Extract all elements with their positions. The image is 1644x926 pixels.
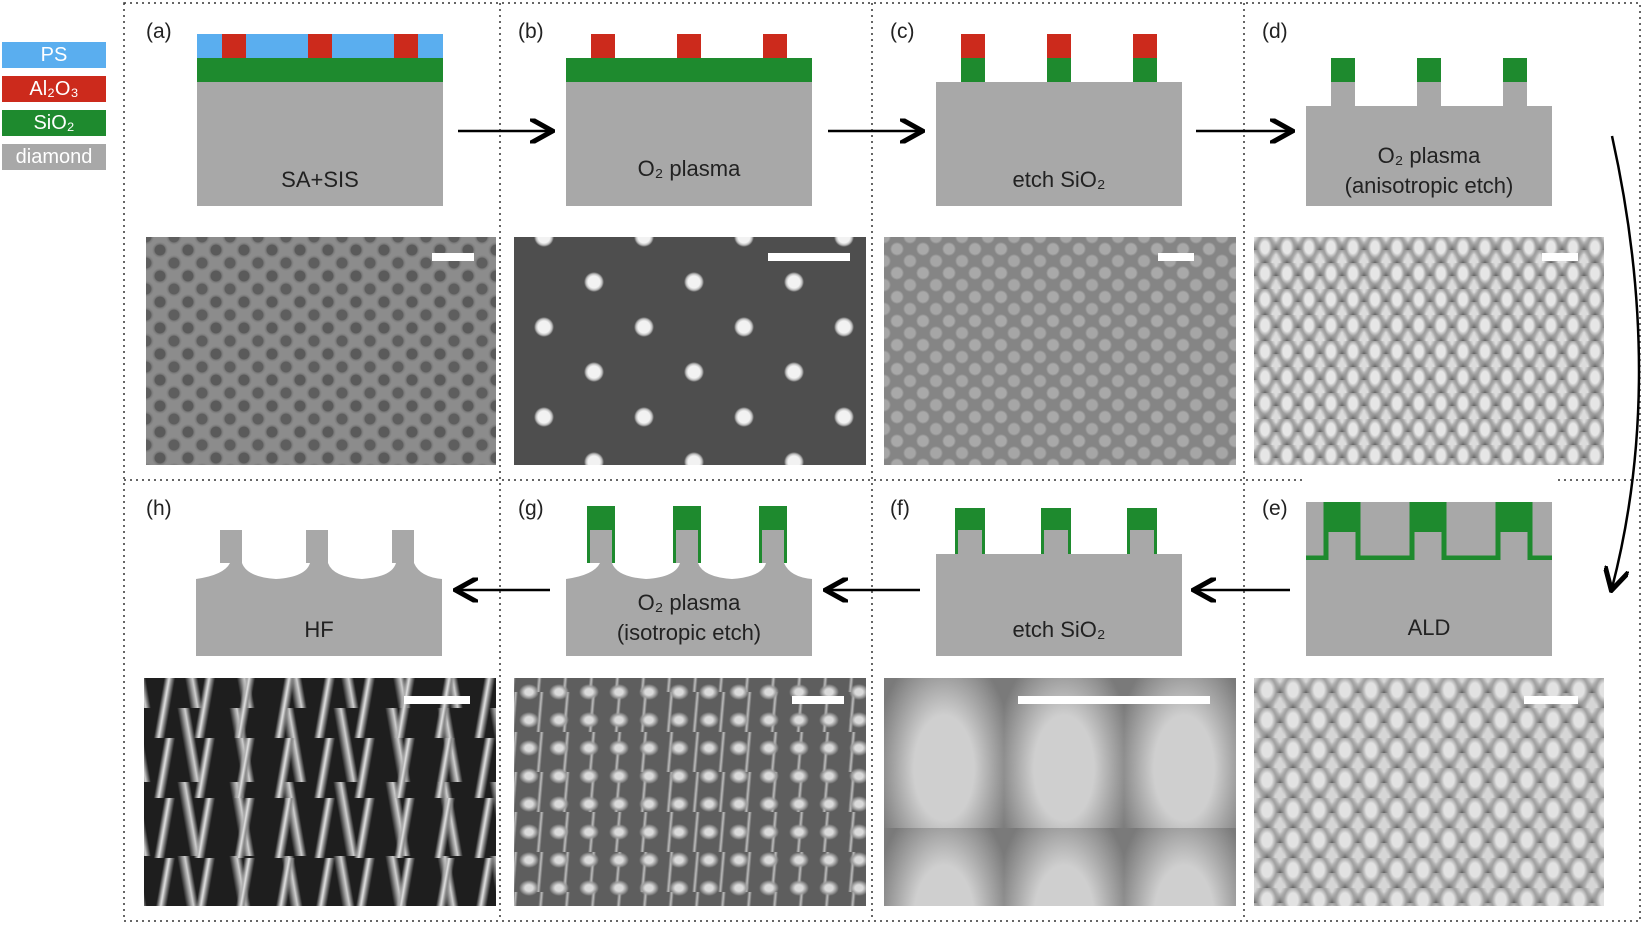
scale-bar	[1542, 253, 1578, 261]
panel-label-e: (e)	[1262, 497, 1288, 520]
panel-label-a: (a)	[146, 20, 172, 43]
scale-bar	[792, 696, 844, 704]
flow-arrows	[458, 131, 1641, 590]
panel-label-c: (c)	[890, 20, 915, 43]
sem-image-a	[146, 237, 496, 465]
panel-label-g: (g)	[518, 497, 544, 520]
step-label-c: etch SiO₂	[1012, 167, 1106, 192]
legend-sio2: SiO₂	[2, 110, 106, 136]
legend-al2o3: Al₂O₃	[2, 76, 106, 102]
schematic-g	[566, 506, 812, 656]
schematic-a	[197, 34, 443, 206]
sem-image-h	[144, 678, 496, 906]
panel-label-f: (f)	[890, 497, 910, 520]
schematic-b	[566, 34, 812, 206]
panel-label-d: (d)	[1262, 20, 1288, 43]
sem-image-c	[884, 237, 1236, 465]
sem-image-g	[514, 678, 866, 906]
scale-bar	[1018, 696, 1210, 704]
schematic-h	[196, 530, 442, 656]
schematic-c	[936, 34, 1182, 206]
step-label-e: ALD	[1407, 615, 1451, 640]
legend-diamond: diamond	[2, 144, 106, 170]
sem-image-b	[514, 237, 866, 465]
scale-bar	[432, 253, 474, 261]
step-label-d: O₂ plasma	[1377, 143, 1481, 168]
sem-image-e	[1254, 678, 1604, 906]
step-label-d2: (anisotropic etch)	[1344, 173, 1514, 198]
step-label-h: HF	[304, 617, 334, 642]
panel-label-b: (b)	[518, 20, 544, 43]
schematic-f	[936, 508, 1182, 656]
panel-label-h: (h)	[146, 497, 172, 520]
step-label-g2: (isotropic etch)	[616, 620, 762, 645]
schematic-d	[1306, 58, 1552, 206]
step-label-a: SA+SIS	[281, 167, 359, 192]
step-label-f: etch SiO₂	[1012, 617, 1106, 642]
sem-image-f	[884, 678, 1236, 906]
step-label-b: O₂ plasma	[637, 156, 741, 181]
arrow-d-e	[1612, 135, 1641, 588]
step-label-g: O₂ plasma	[637, 590, 741, 615]
sem-image-d	[1254, 237, 1604, 465]
scale-bar	[1158, 253, 1194, 261]
scale-bar	[768, 253, 850, 261]
scale-bar	[404, 696, 470, 704]
legend-ps: PS	[2, 42, 106, 68]
scale-bar	[1524, 696, 1578, 704]
panel-grid	[123, 2, 1641, 922]
